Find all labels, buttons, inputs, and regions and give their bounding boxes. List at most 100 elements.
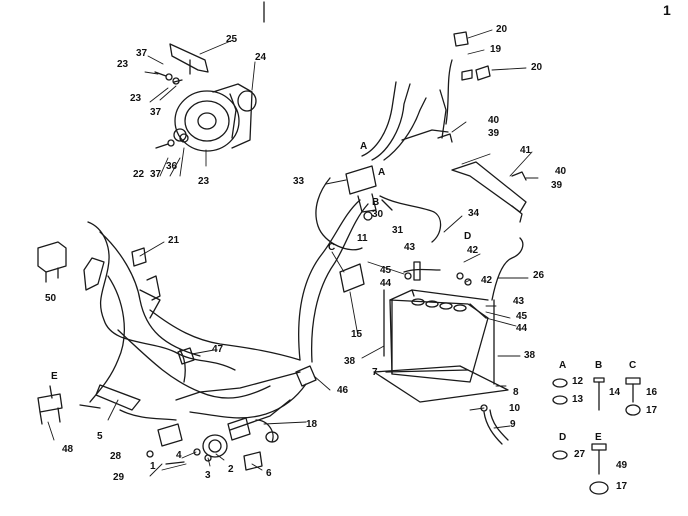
callout-17: 17 (616, 481, 628, 492)
callout-4: 4 (176, 450, 182, 461)
callout-16: 16 (646, 387, 658, 398)
callout-38: 38 (524, 350, 536, 361)
callout-31: 34 (468, 208, 480, 219)
callout-48: 48 (62, 444, 74, 455)
callout-25: 27 (574, 449, 586, 460)
connector-icon (131, 247, 147, 267)
callout-7: 7 (372, 367, 378, 378)
callout-39: 39 (551, 180, 563, 191)
callout-14: 14 (609, 387, 621, 398)
callout-leader-lines (47, 29, 539, 477)
ignition-switch-icon (165, 434, 228, 465)
callout-1: 1 (150, 461, 156, 472)
connector-icon (295, 365, 317, 387)
callout-18: 18 (306, 419, 318, 430)
callout-19: 19 (490, 44, 502, 55)
callout-letter-c: C (328, 242, 336, 253)
callout-47: 47 (212, 344, 224, 355)
callout-letter-a: A (559, 360, 567, 371)
callout-45: 45 (380, 265, 392, 276)
drain-tube-icon (480, 404, 509, 445)
callout-24: 26 (533, 270, 545, 281)
callout-45: 45 (516, 311, 528, 322)
callout-22: 22 (133, 169, 145, 180)
callout-20: 20 (496, 24, 508, 35)
pto-clutch-icon (173, 83, 257, 152)
callout-9: 9 (510, 419, 516, 430)
callout-letter-e: E (51, 371, 58, 382)
callout-5: 5 (97, 431, 103, 442)
callout-6: 6 (266, 468, 272, 479)
battery-tray-icon (373, 365, 509, 403)
callout-letter-a: A (360, 141, 368, 152)
wiring-harness-icon (79, 221, 307, 431)
callout-41: 41 (520, 145, 532, 156)
toggle-switch-icon (37, 385, 63, 425)
callout-42: 42 (467, 245, 479, 256)
callout-letter-e: E (595, 432, 602, 443)
callout-37: 37 (150, 169, 162, 180)
callout-44: 44 (380, 278, 392, 289)
callout-3: 3 (205, 470, 211, 481)
plug-icon (243, 451, 263, 471)
callout-40: 40 (488, 115, 500, 126)
callout-12: 12 (572, 376, 584, 387)
callout-50: 50 (45, 293, 57, 304)
callout-letter-b: B (372, 197, 380, 208)
callout-10: 10 (509, 403, 521, 414)
harness-trunk-icon (298, 59, 453, 363)
callout-letter-a: A (378, 167, 386, 178)
callout-37: 37 (150, 107, 162, 118)
callout-30: 33 (293, 176, 305, 187)
callout-35: 25 (226, 34, 238, 45)
callout-26: 28 (110, 451, 122, 462)
callout-39: 39 (488, 128, 500, 139)
callout-13: 13 (572, 394, 584, 405)
callout-23: 23 (130, 93, 142, 104)
callout-34: 24 (255, 52, 267, 63)
callout-15: 15 (351, 329, 363, 340)
bracket-icon (169, 43, 209, 75)
callout-17: 17 (646, 405, 658, 416)
callout-21: 21 (168, 235, 180, 246)
wire-connector-icon (453, 31, 491, 81)
lamp-connector-icon (146, 423, 183, 458)
relay-icon (227, 417, 279, 443)
callout-46: 46 (337, 385, 349, 396)
connector-plug-icon (37, 241, 67, 283)
callout-27: 29 (113, 472, 125, 483)
callout-23: 23 (117, 59, 129, 70)
callout-33: 23 (198, 176, 210, 187)
callout-29: 31 (392, 225, 404, 236)
hardware-legend-icon (552, 377, 641, 495)
callout-letter-b: B (595, 360, 603, 371)
callout-2: 2 (228, 464, 234, 475)
callout-letter-c: C (629, 360, 637, 371)
callout-11: 11 (357, 233, 368, 244)
small-bolt-icon (154, 71, 189, 149)
callout-8: 8 (513, 387, 519, 398)
callout-43: 43 (404, 242, 416, 253)
battery-cable-icon (491, 237, 524, 301)
hold-down-bracket-icon (451, 161, 527, 223)
callout-letter-d: D (559, 432, 567, 443)
callout-28: 30 (372, 209, 384, 220)
callout-49: 49 (616, 460, 628, 471)
battery-icon (389, 289, 489, 383)
page-number: 1 (663, 2, 671, 18)
callout-letter-d: D (464, 231, 472, 242)
connector-icon (177, 347, 195, 365)
callout-43: 43 (513, 296, 525, 307)
callout-42: 42 (481, 275, 493, 286)
callout-38: 38 (344, 356, 356, 367)
callout-44: 44 (516, 323, 528, 334)
solenoid-icon (345, 165, 393, 221)
terminal-connector-icon (339, 261, 472, 293)
callout-20: 20 (531, 62, 543, 73)
callout-36: 36 (166, 161, 178, 172)
callout-40: 40 (555, 166, 567, 177)
clip-icon (437, 133, 453, 143)
callout-37: 37 (136, 48, 148, 59)
